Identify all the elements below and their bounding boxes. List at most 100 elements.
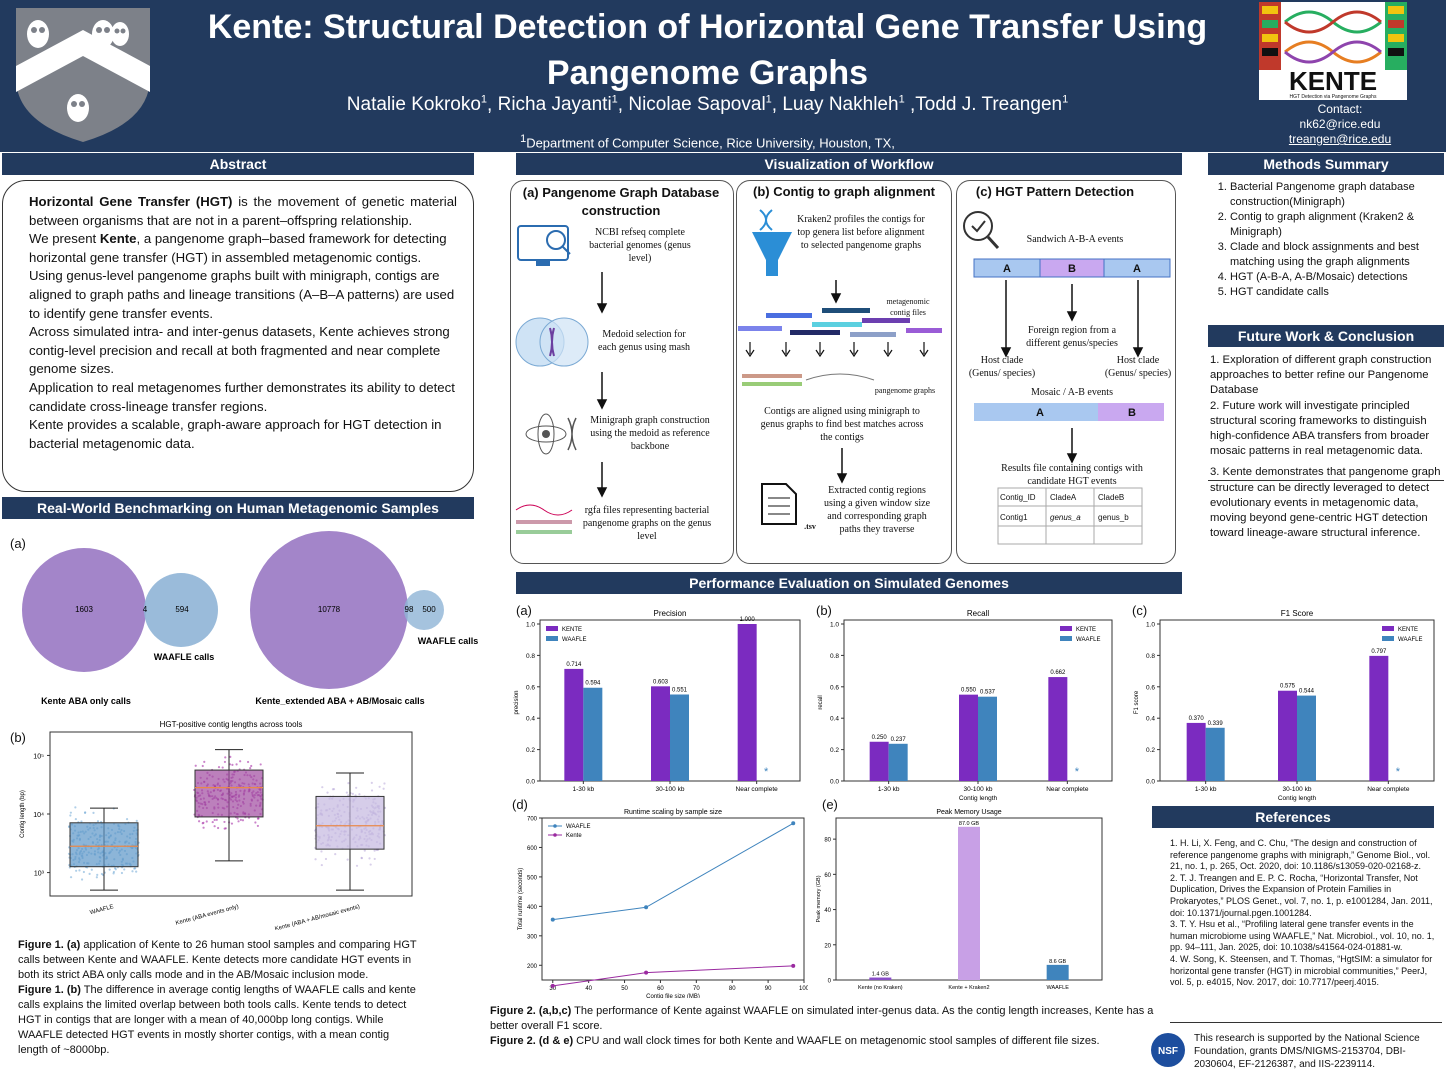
bar-ytick-label: 0.6	[830, 684, 839, 691]
fig1-caption: Figure 1. (a) application of Kente to 26…	[18, 939, 417, 1056]
poster-title: Kente: Structural Detection of Horizonta…	[207, 8, 1208, 92]
contact-email-1[interactable]: nk62@rice.edu	[1299, 117, 1381, 131]
box-point	[125, 818, 129, 821]
box-point	[230, 822, 234, 825]
ab-bar	[974, 403, 1164, 421]
box-point	[314, 858, 317, 861]
precision-chart: Precision0.00.20.40.60.81.0precision0.71…	[514, 609, 801, 793]
methods-item: HGT (A-B-A, A-B/Mosaic) detections	[1230, 270, 1444, 285]
author-name: Todd J. Treangen1	[915, 94, 1069, 116]
bar-xtick-label: 30-100 kb	[964, 786, 993, 793]
bar-xtick-label: 30-100 kb	[656, 786, 685, 793]
box-point	[320, 850, 323, 853]
box-point	[131, 870, 134, 873]
box-point	[355, 786, 358, 789]
author-name: Nicolae Sapoval1	[628, 94, 772, 116]
box-point	[321, 786, 324, 789]
bar-legend-label: KENTE	[1076, 627, 1096, 633]
bar-mark	[1205, 727, 1225, 781]
affiliation: 1Department of Computer Science, Rice Un…	[520, 133, 895, 151]
bar-value-label: 0.551	[672, 687, 688, 693]
box-point	[211, 820, 214, 824]
section-future: Future Work & Conclusion	[1208, 325, 1444, 347]
pangenome-graph-icon	[742, 373, 875, 386]
wf-c-text-5: Mosaic / A-B events	[1031, 387, 1113, 398]
mem-value-label: 87.0 GB	[959, 821, 980, 827]
box-point	[223, 760, 227, 764]
bar-value-label: 0.339	[1208, 721, 1224, 727]
contact-info: Contact: nk62@rice.edu treangen@rice.edu	[1252, 102, 1428, 147]
box-point	[135, 819, 138, 822]
bar-legend-swatch	[1382, 636, 1394, 641]
workflow-panel-a	[510, 180, 734, 564]
line-xtick-label: 60	[657, 986, 664, 992]
box-point	[84, 811, 87, 814]
venn-label: WAAFLE calls	[418, 636, 479, 646]
bar-legend-label: WAAFLE	[562, 637, 586, 643]
section-realworld: Real-World Benchmarking on Human Metagen…	[2, 497, 474, 519]
bar-value-label: 0.603	[653, 679, 669, 685]
mem-ytick-label: 20	[824, 943, 831, 949]
mem-value-label: 1.4 GB	[872, 972, 889, 978]
methods-item: Contig to graph alignment (Kraken2 & Min…	[1230, 210, 1444, 240]
methods-item: HGT candidate calls	[1230, 285, 1444, 300]
mem-bar	[1046, 964, 1069, 980]
bar-legend-swatch	[1382, 626, 1394, 631]
line-xtick-label: 70	[693, 986, 700, 992]
results-table	[997, 487, 1143, 545]
box-point	[360, 856, 363, 859]
section-references: References	[1152, 806, 1434, 828]
fig2-label-d: (d)	[512, 797, 528, 812]
line-legend-marker	[553, 833, 557, 837]
kente-logo-icon: KENTE HGT Detection via Pangenome Graphs	[1259, 2, 1407, 100]
venn-label: WAAFLE calls	[154, 652, 215, 662]
fig2-label-b: (b)	[816, 603, 832, 618]
line-point	[644, 905, 649, 910]
venn-kente-circle	[250, 531, 408, 689]
box-point	[368, 857, 371, 860]
bar-title: F1 Score	[1281, 609, 1314, 618]
box-point	[347, 782, 350, 785]
section-methods: Methods Summary	[1208, 153, 1444, 175]
line-ylabel: Total runtime (seconds)	[518, 868, 524, 930]
wf-a-text-4: rgfa files representing bacterial pangen…	[582, 505, 712, 542]
bar-mark	[583, 687, 603, 781]
references-list: 1. H. Li, X. Feng, and C. Chu, “The desi…	[1170, 838, 1435, 988]
svg-text:HGT Detection via Pangenome Gr: HGT Detection via Pangenome Graphs	[1290, 94, 1377, 100]
box-xtick-label: WAAFLE	[89, 904, 114, 916]
box-point	[241, 819, 245, 822]
box-point	[246, 760, 250, 764]
seg-a-2: A	[1133, 263, 1141, 275]
box-point	[133, 867, 136, 870]
computer-dna-icon	[517, 225, 571, 266]
box-xtick-label: Kente (ABA events only)	[175, 904, 239, 927]
section-abstract: Abstract	[2, 153, 474, 175]
box-point	[74, 817, 77, 821]
box-point	[217, 826, 220, 830]
venn-waafle-circle	[144, 573, 218, 647]
line-point	[550, 917, 555, 922]
mem-value-label: 8.6 GB	[1049, 959, 1066, 965]
box-point	[69, 876, 73, 879]
wf-a-text-2: Medoid selection for each genus using ma…	[598, 329, 690, 353]
bar-value-label: 0.370	[1189, 716, 1205, 722]
box-point	[239, 760, 242, 763]
line-point	[644, 970, 649, 975]
box-point	[96, 873, 99, 876]
box-point	[358, 793, 361, 796]
bar-mark	[651, 686, 670, 781]
seg-b-1: B	[1068, 263, 1076, 275]
workflow-graphics: Contig_ID CladeA CladeB Contig1 genus_a …	[515, 209, 1171, 545]
box-point	[112, 870, 116, 874]
mem-xtick-label: Kente + Kraken2	[948, 985, 989, 991]
box-point	[370, 789, 374, 792]
line-ytick-label: 700	[527, 817, 538, 823]
contact-email-2[interactable]: treangen@rice.edu	[1288, 132, 1392, 146]
workflow-panel-b	[736, 180, 952, 564]
box-point	[259, 763, 262, 766]
box-point	[256, 817, 260, 820]
line-series	[552, 822, 794, 921]
box-point	[346, 858, 349, 861]
runtime-chart: Runtime scaling by sample size2003004005…	[518, 809, 808, 998]
bar-mark	[959, 694, 978, 781]
